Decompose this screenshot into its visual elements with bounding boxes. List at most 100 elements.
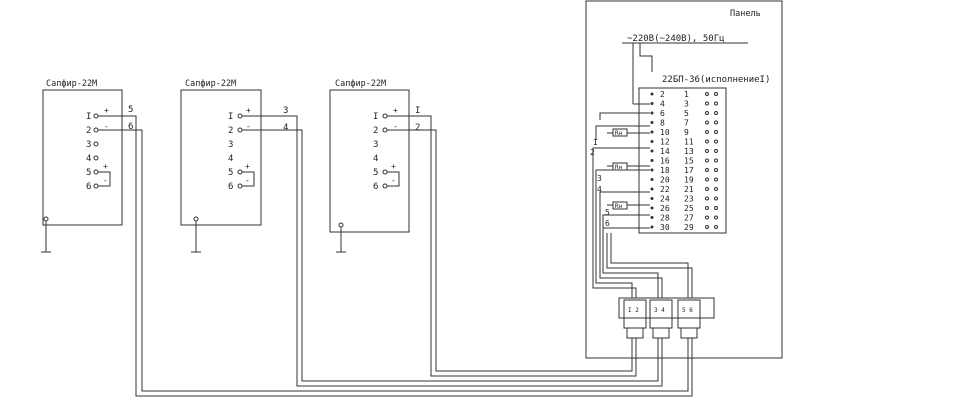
psu-terminal-25: 25 [684, 204, 694, 213]
psu-terminal-8: 8 [660, 119, 665, 128]
transmitter-1-pin-4 [93, 155, 99, 161]
psu-pin-27-b [714, 215, 718, 220]
channel-routing: Rн Rн Rн I 2 3 4 5 6 [590, 112, 693, 298]
psu-pin-1-a [705, 92, 709, 96]
psu-terminal-21: 21 [684, 185, 694, 194]
transmitter-3-terminal-5: 5 [373, 168, 378, 178]
panel-frame [585, 0, 783, 359]
psu-terminal-9: 9 [684, 128, 689, 137]
power-label: ~220В(~240В), 50Гц [627, 34, 725, 44]
psu-terminal-5: 5 [684, 109, 689, 118]
psu-pin-17-a [705, 168, 709, 172]
psu-terminal-23: 23 [684, 195, 694, 204]
transmitter-1-terminal-5: 5 [86, 168, 91, 178]
psu-pin-9-a [705, 130, 709, 134]
psu-terminal-13: 13 [684, 147, 694, 156]
transmitter-2-plus-sign-2: + [245, 162, 250, 171]
psu-pin-21-b [714, 187, 718, 191]
transmitter-3-minus-sign-2: - [391, 176, 396, 185]
transmitter-3-wire-label-a: I [415, 106, 420, 116]
resistor-1-label: Rн [615, 130, 623, 137]
transmitter-3-body [329, 89, 410, 233]
psu-pin-6 [650, 111, 654, 115]
wire-2 [409, 129, 633, 372]
channel-label-3: 3 [597, 174, 602, 183]
psu-pin-17-b [714, 168, 718, 172]
channel-label-4: 4 [597, 185, 602, 194]
transmitter-2-terminal-2: 2 [228, 126, 233, 136]
transmitter-3-pin-1 [382, 113, 388, 119]
resistor-2-label: Rн [615, 164, 623, 171]
psu-pin-9-b [714, 130, 718, 134]
connector-2-label: 3 4 [654, 307, 665, 314]
connector-strip: I 2 3 4 5 6 [618, 297, 715, 339]
transmitter-1-ground-icon [41, 221, 51, 253]
psu-terminal-2: 2 [660, 90, 665, 99]
psu-pin-1-b [714, 92, 718, 96]
transmitter-2-minus-sign: - [246, 122, 251, 131]
psu-pin-7-b [714, 120, 718, 125]
psu-label: 22БП-36(исполнениеI) [662, 75, 770, 85]
psu-pin-5-a [705, 111, 709, 115]
transmitter-2-pin-5 [237, 169, 243, 175]
psu-pin-5-b [714, 111, 718, 115]
transmitter-2-ground-pin [193, 216, 199, 222]
transmitter-1-title: Сапфир-22М [46, 79, 97, 89]
channel-label-1: I [593, 138, 598, 147]
transmitter-1-pin-6 [93, 183, 99, 189]
transmitter-1-ground-pin [43, 216, 49, 222]
transmitter-1-body [42, 89, 123, 226]
panel: Панель ~220В(~240В), 50Гц 22БП-36(исполн… [585, 0, 783, 359]
psu-block [638, 87, 727, 234]
transmitter-3-terminal-1: I [373, 112, 378, 122]
transmitter-3-ground-icon [336, 227, 346, 253]
psu-terminal-4: 4 [660, 100, 665, 109]
transmitter-1-wire-label-b: 6 [128, 122, 133, 132]
transmitter-3-pin-5 [382, 169, 388, 175]
psu-pin-10 [650, 130, 654, 134]
psu-terminal-18: 18 [660, 166, 670, 175]
psu-pin-3-a [705, 101, 709, 106]
psu-pin-11-a [705, 139, 709, 144]
psu-pin-14 [650, 149, 654, 153]
psu-terminal-6: 6 [660, 109, 665, 118]
transmitter-2-body [180, 89, 262, 226]
psu-pin-3-b [714, 101, 718, 106]
transmitter-3-plus-sign-2: + [391, 162, 396, 171]
transmitter-3-title: Сапфир-22М [335, 79, 386, 89]
psu-pin-19-a [705, 177, 709, 182]
psu-pin-25-a [705, 206, 709, 210]
panel-title: Панель [730, 9, 761, 19]
psu-pin-20 [650, 178, 654, 181]
transmitter-1-pin-2 [93, 127, 99, 133]
transmitter-1-pin-5 [93, 169, 99, 175]
transmitter-3-terminal-3: 3 [373, 140, 378, 150]
psu-pin-26 [650, 206, 654, 210]
psu-pin-13-b [714, 149, 718, 153]
transmitter-3-pin-6 [382, 183, 388, 189]
psu-pin-11-b [714, 139, 718, 144]
psu-pin-8 [650, 121, 654, 124]
channel-label-2: 2 [590, 148, 595, 157]
transmitter-1-terminal-1: I [86, 112, 91, 122]
wire-1 [409, 115, 637, 377]
transmitter-3-terminal-4: 4 [373, 154, 378, 164]
transmitter-1-plus-sign: + [104, 106, 109, 115]
wire-4 [261, 129, 659, 382]
transmitter-1-terminal-3: 3 [86, 140, 91, 150]
connector-1-label: I 2 [628, 307, 639, 314]
psu-pin-29-a [705, 225, 709, 229]
transmitter-2-pin-2 [237, 127, 243, 133]
transmitter-3-jumper [387, 171, 400, 187]
transmitter-2-jumper [242, 171, 255, 187]
transmitter-2-terminal-4: 4 [228, 154, 233, 164]
psu-pin-4 [650, 102, 654, 105]
transmitter-2-terminal-6: 6 [228, 182, 233, 192]
transmitter-2-wire-label-b: 4 [283, 123, 288, 133]
psu-terminal-15: 15 [684, 157, 694, 166]
psu-terminal-29: 29 [684, 223, 694, 232]
transmitter-3-plus-sign: + [393, 106, 398, 115]
psu-pin-16 [650, 159, 654, 162]
psu-terminal-16: 16 [660, 157, 670, 166]
